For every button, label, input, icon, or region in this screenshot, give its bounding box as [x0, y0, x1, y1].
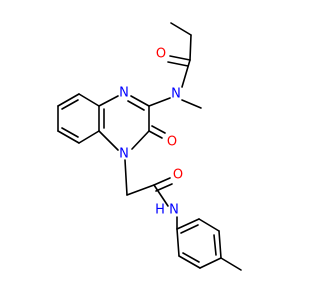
bond-amide-co-2 — [167, 61, 189, 67]
canvas-background — [0, 0, 300, 300]
bond-c2-n-bottom — [131, 130, 150, 150]
bond-tolyl-6 — [176, 228, 180, 257]
bond-n-ring-c3 — [148, 97, 171, 107]
bond-benzo-2-inner — [61, 99, 79, 110]
bond-benzo-4 — [57, 130, 80, 144]
bond-benzo-4-inner — [61, 127, 79, 138]
bond-tolyl-4 — [199, 257, 222, 269]
bond-c2-o-2 — [151, 125, 166, 134]
bond-amide-co-1 — [169, 55, 191, 61]
bond-c3-n-top-2 — [127, 100, 145, 111]
bond-acetamide-co-2 — [155, 183, 173, 192]
bond-n-bottom-ch2 — [124, 159, 128, 196]
bond-tolyl-5 — [178, 255, 201, 269]
bond-ethyl-ch3-ch2 — [170, 22, 192, 36]
atom-oxygen-acetamide: O — [173, 168, 183, 183]
atom-hydrogen-anilide: H — [155, 203, 165, 218]
atom-labels: O N N O N O N H — [119, 47, 183, 218]
bond-tolyl-5-inner — [182, 252, 200, 263]
chemical-structure: O N N O N O N H — [0, 0, 300, 300]
bond-c2-o-1 — [148, 130, 163, 139]
atom-oxygen-amide: O — [156, 47, 166, 62]
bond-ch2-carbonyl — [126, 184, 155, 196]
bond-lines — [57, 22, 242, 271]
bond-n-top-c8a — [98, 95, 119, 107]
bond-n-bottom-c4a — [98, 130, 119, 151]
atom-nitrogen-ring-bottom: N — [119, 147, 129, 162]
bond-tolyl-2 — [198, 218, 220, 232]
atom-nitrogen-anilide: N — [169, 203, 179, 218]
bond-ethyl-ch2-carbonyl — [189, 34, 192, 61]
atom-nitrogen-methyl-amide: N — [171, 87, 181, 102]
bond-acetamide-co-1 — [153, 177, 171, 186]
bond-benzo-5 — [78, 130, 100, 144]
bond-tolyl-1 — [176, 218, 200, 230]
bond-tolyl-methyl — [220, 257, 242, 271]
atom-oxygen-ring-carbonyl: O — [167, 135, 177, 150]
bond-tolyl-1-inner — [180, 224, 199, 234]
bond-c3-n-top-1 — [130, 95, 150, 107]
bond-carbonyl-nh — [153, 184, 169, 207]
bond-tolyl-3 — [218, 230, 222, 259]
bond-benzo-2 — [57, 93, 80, 107]
bond-tolyl-3-inner — [213, 234, 217, 256]
atom-nitrogen-ring-top: N — [119, 86, 129, 101]
bond-benzo-1 — [78, 93, 100, 107]
bond-n-methyl — [181, 99, 202, 109]
bond-carbonyl-n — [181, 59, 191, 88]
